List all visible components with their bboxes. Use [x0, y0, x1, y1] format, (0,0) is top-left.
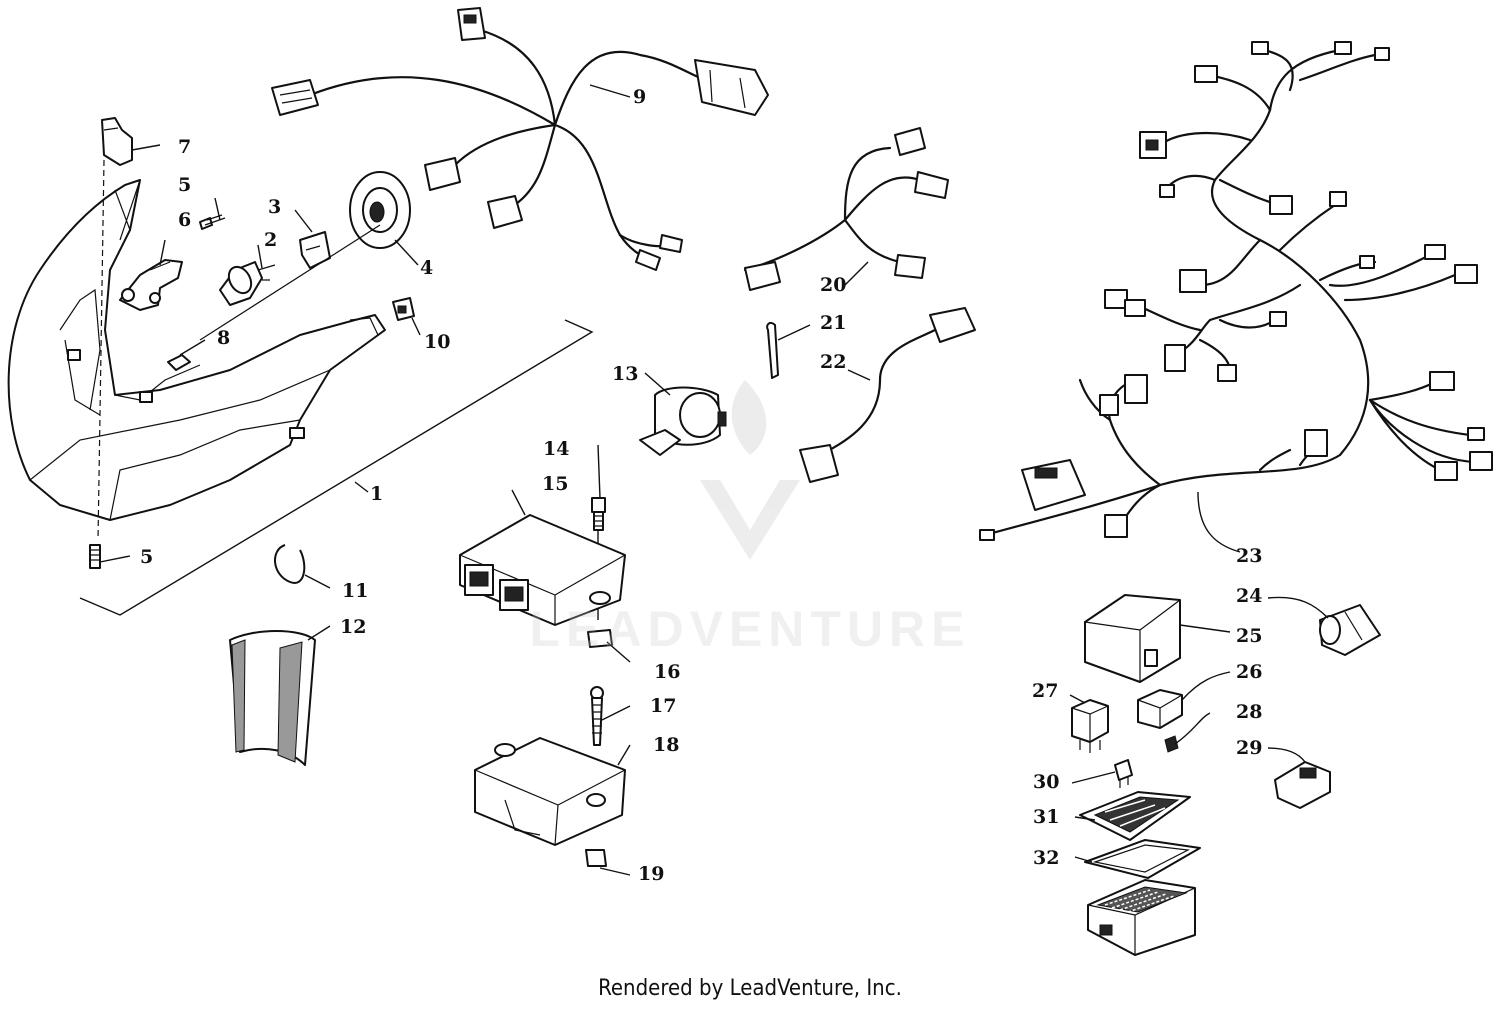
nut-16	[587, 629, 631, 663]
callout-15: 15	[542, 473, 568, 495]
callout-23: 23	[1236, 545, 1262, 567]
cover-4	[349, 171, 419, 266]
bolt-17	[590, 686, 631, 746]
bracket-7	[101, 117, 161, 166]
sleeve-12	[229, 625, 331, 766]
screw-5-bottom	[89, 544, 131, 569]
callout-28: 28	[1236, 701, 1262, 723]
fuse-block	[1087, 879, 1196, 956]
harness-22	[799, 307, 976, 483]
callout-19: 19	[638, 863, 664, 885]
clip-10	[392, 297, 421, 336]
callout-10: 10	[424, 331, 450, 353]
callout-14: 14	[543, 438, 569, 460]
relay-26	[1137, 671, 1231, 729]
callout-26: 26	[1236, 661, 1262, 683]
callout-22: 22	[820, 351, 846, 373]
leader-1-box	[79, 319, 594, 616]
callout-9: 9	[633, 86, 646, 108]
callout-5-bottom: 5	[140, 546, 153, 568]
nut-8	[167, 339, 206, 371]
callout-1: 1	[370, 483, 383, 505]
clamp-11	[274, 544, 331, 589]
watermark-text: LEADVENTURE	[529, 601, 971, 657]
socket-6	[119, 239, 183, 311]
footer-credit: Rendered by LeadVenture, Inc.	[598, 976, 902, 1001]
callout-labels: 1 2 3 4 5 5 6 7 8 9 10 11 12 13 14 15 16…	[140, 86, 1262, 885]
callout-5-top: 5	[178, 174, 191, 196]
callout-16: 16	[654, 661, 680, 683]
callout-30: 30	[1033, 771, 1059, 793]
fuse-28	[1164, 712, 1211, 753]
callout-25: 25	[1236, 625, 1262, 647]
callout-7: 7	[178, 136, 191, 158]
harness-23	[979, 41, 1493, 553]
bulb-2	[219, 244, 276, 306]
callout-8: 8	[217, 327, 230, 349]
callout-17: 17	[650, 695, 676, 717]
harness-9	[271, 7, 769, 271]
callout-11: 11	[342, 580, 368, 602]
callout-29: 29	[1236, 737, 1262, 759]
callout-20: 20	[820, 274, 846, 296]
module-18	[474, 737, 631, 846]
connector-24	[1267, 596, 1381, 656]
cover-25	[1084, 594, 1231, 683]
callout-12: 12	[340, 616, 366, 638]
callout-27: 27	[1032, 680, 1058, 702]
flasher-13	[639, 372, 727, 456]
watermark-logo	[700, 380, 800, 560]
clip-3	[294, 209, 331, 269]
gasket-32	[1074, 839, 1201, 879]
nut-19	[585, 849, 631, 876]
callout-24: 24	[1236, 585, 1262, 607]
relay-27	[1069, 694, 1109, 753]
callout-6: 6	[178, 209, 191, 231]
callout-32: 32	[1033, 847, 1059, 869]
fuse-30	[1071, 759, 1133, 788]
callout-2: 2	[264, 229, 277, 251]
headlight-assembly	[7, 179, 386, 521]
callout-13: 13	[612, 363, 638, 385]
callout-21: 21	[820, 312, 846, 334]
callout-31: 31	[1033, 806, 1059, 828]
callout-4: 4	[420, 257, 433, 279]
module-15	[459, 489, 626, 626]
label-31	[1074, 791, 1191, 841]
screw-5-top	[199, 197, 226, 230]
tie-21	[766, 321, 811, 379]
connector-29	[1267, 747, 1331, 809]
callout-18: 18	[653, 734, 679, 756]
callout-3: 3	[268, 196, 281, 218]
harness-20	[743, 127, 949, 291]
